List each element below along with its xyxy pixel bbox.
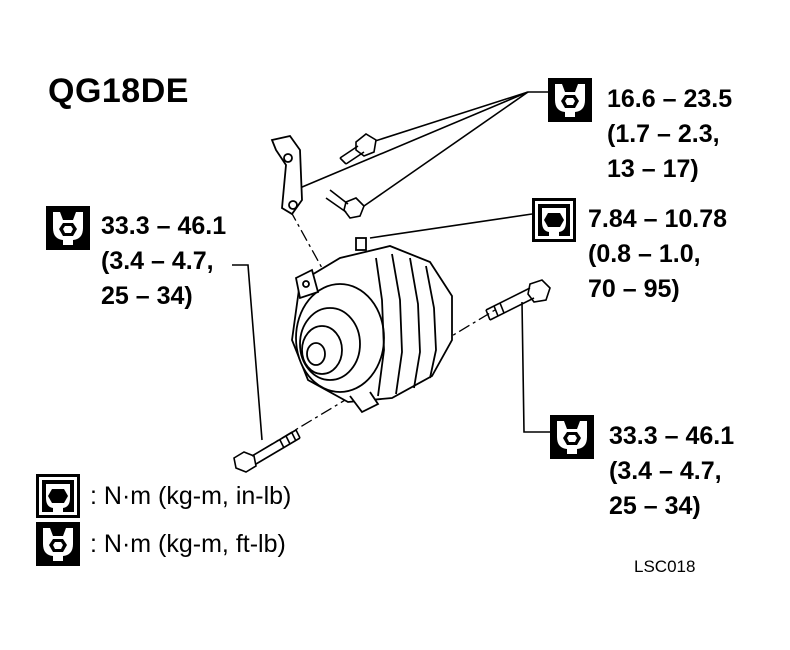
upper-mount-bolt [485,279,551,321]
bracket-bolt-lower [325,189,365,219]
torque-range-nm: 33.3 – 46.1 [101,212,227,240]
lower-mount-bolt [233,429,301,473]
torque-range-kgm: (1.7 – 2.3, [607,120,720,148]
torque-range-kgm: (3.4 – 4.7, [101,247,214,275]
torque-spec-upper-left-bolt: 33.3 – 46.1 (3.4 – 4.7, 25 – 34) [101,209,226,314]
torque-range-nm: 7.84 – 10.78 [588,205,728,233]
torque-range-imperial: 25 – 34) [609,492,701,520]
alternator-bracket [270,134,303,216]
centerlines [261,209,496,451]
torque-range-nm: 16.6 – 23.5 [607,85,733,113]
torque-range-kgm: (0.8 – 1.0, [588,240,701,268]
figure-code: LSC018 [634,557,696,576]
in-lb-wrench-icon [532,198,576,242]
legend-ft-lb: : N·m (kg-m, ft-lb) [90,530,286,558]
torque-spec-lower-right-bolt: 33.3 – 46.1 (3.4 – 4.7, 25 – 34) [609,419,734,524]
in-lb-wrench-icon [36,474,80,518]
torque-spec-bracket-bolts: 16.6 – 23.5 (1.7 – 2.3, 13 – 17) [607,82,732,187]
torque-range-imperial: 13 – 17) [607,155,699,183]
legend-in-lb: : N·m (kg-m, in-lb) [90,482,292,510]
torque-range-nm: 33.3 – 46.1 [609,422,735,450]
torque-range-imperial: 70 – 95) [588,275,680,303]
torque-spec-terminal-nut: 7.84 – 10.78 (0.8 – 1.0, 70 – 95) [588,202,727,307]
alternator [291,237,453,414]
torque-range-imperial: 25 – 34) [101,282,193,310]
ft-lb-wrench-icon [36,522,80,566]
ft-lb-wrench-icon [46,206,90,250]
bracket-bolt-upper [339,133,377,165]
ft-lb-wrench-icon [550,415,594,459]
torque-range-kgm: (3.4 – 4.7, [609,457,722,485]
ft-lb-wrench-icon [548,78,592,122]
engine-model-title: QG18DE [48,72,189,110]
leader-lines [232,91,550,441]
